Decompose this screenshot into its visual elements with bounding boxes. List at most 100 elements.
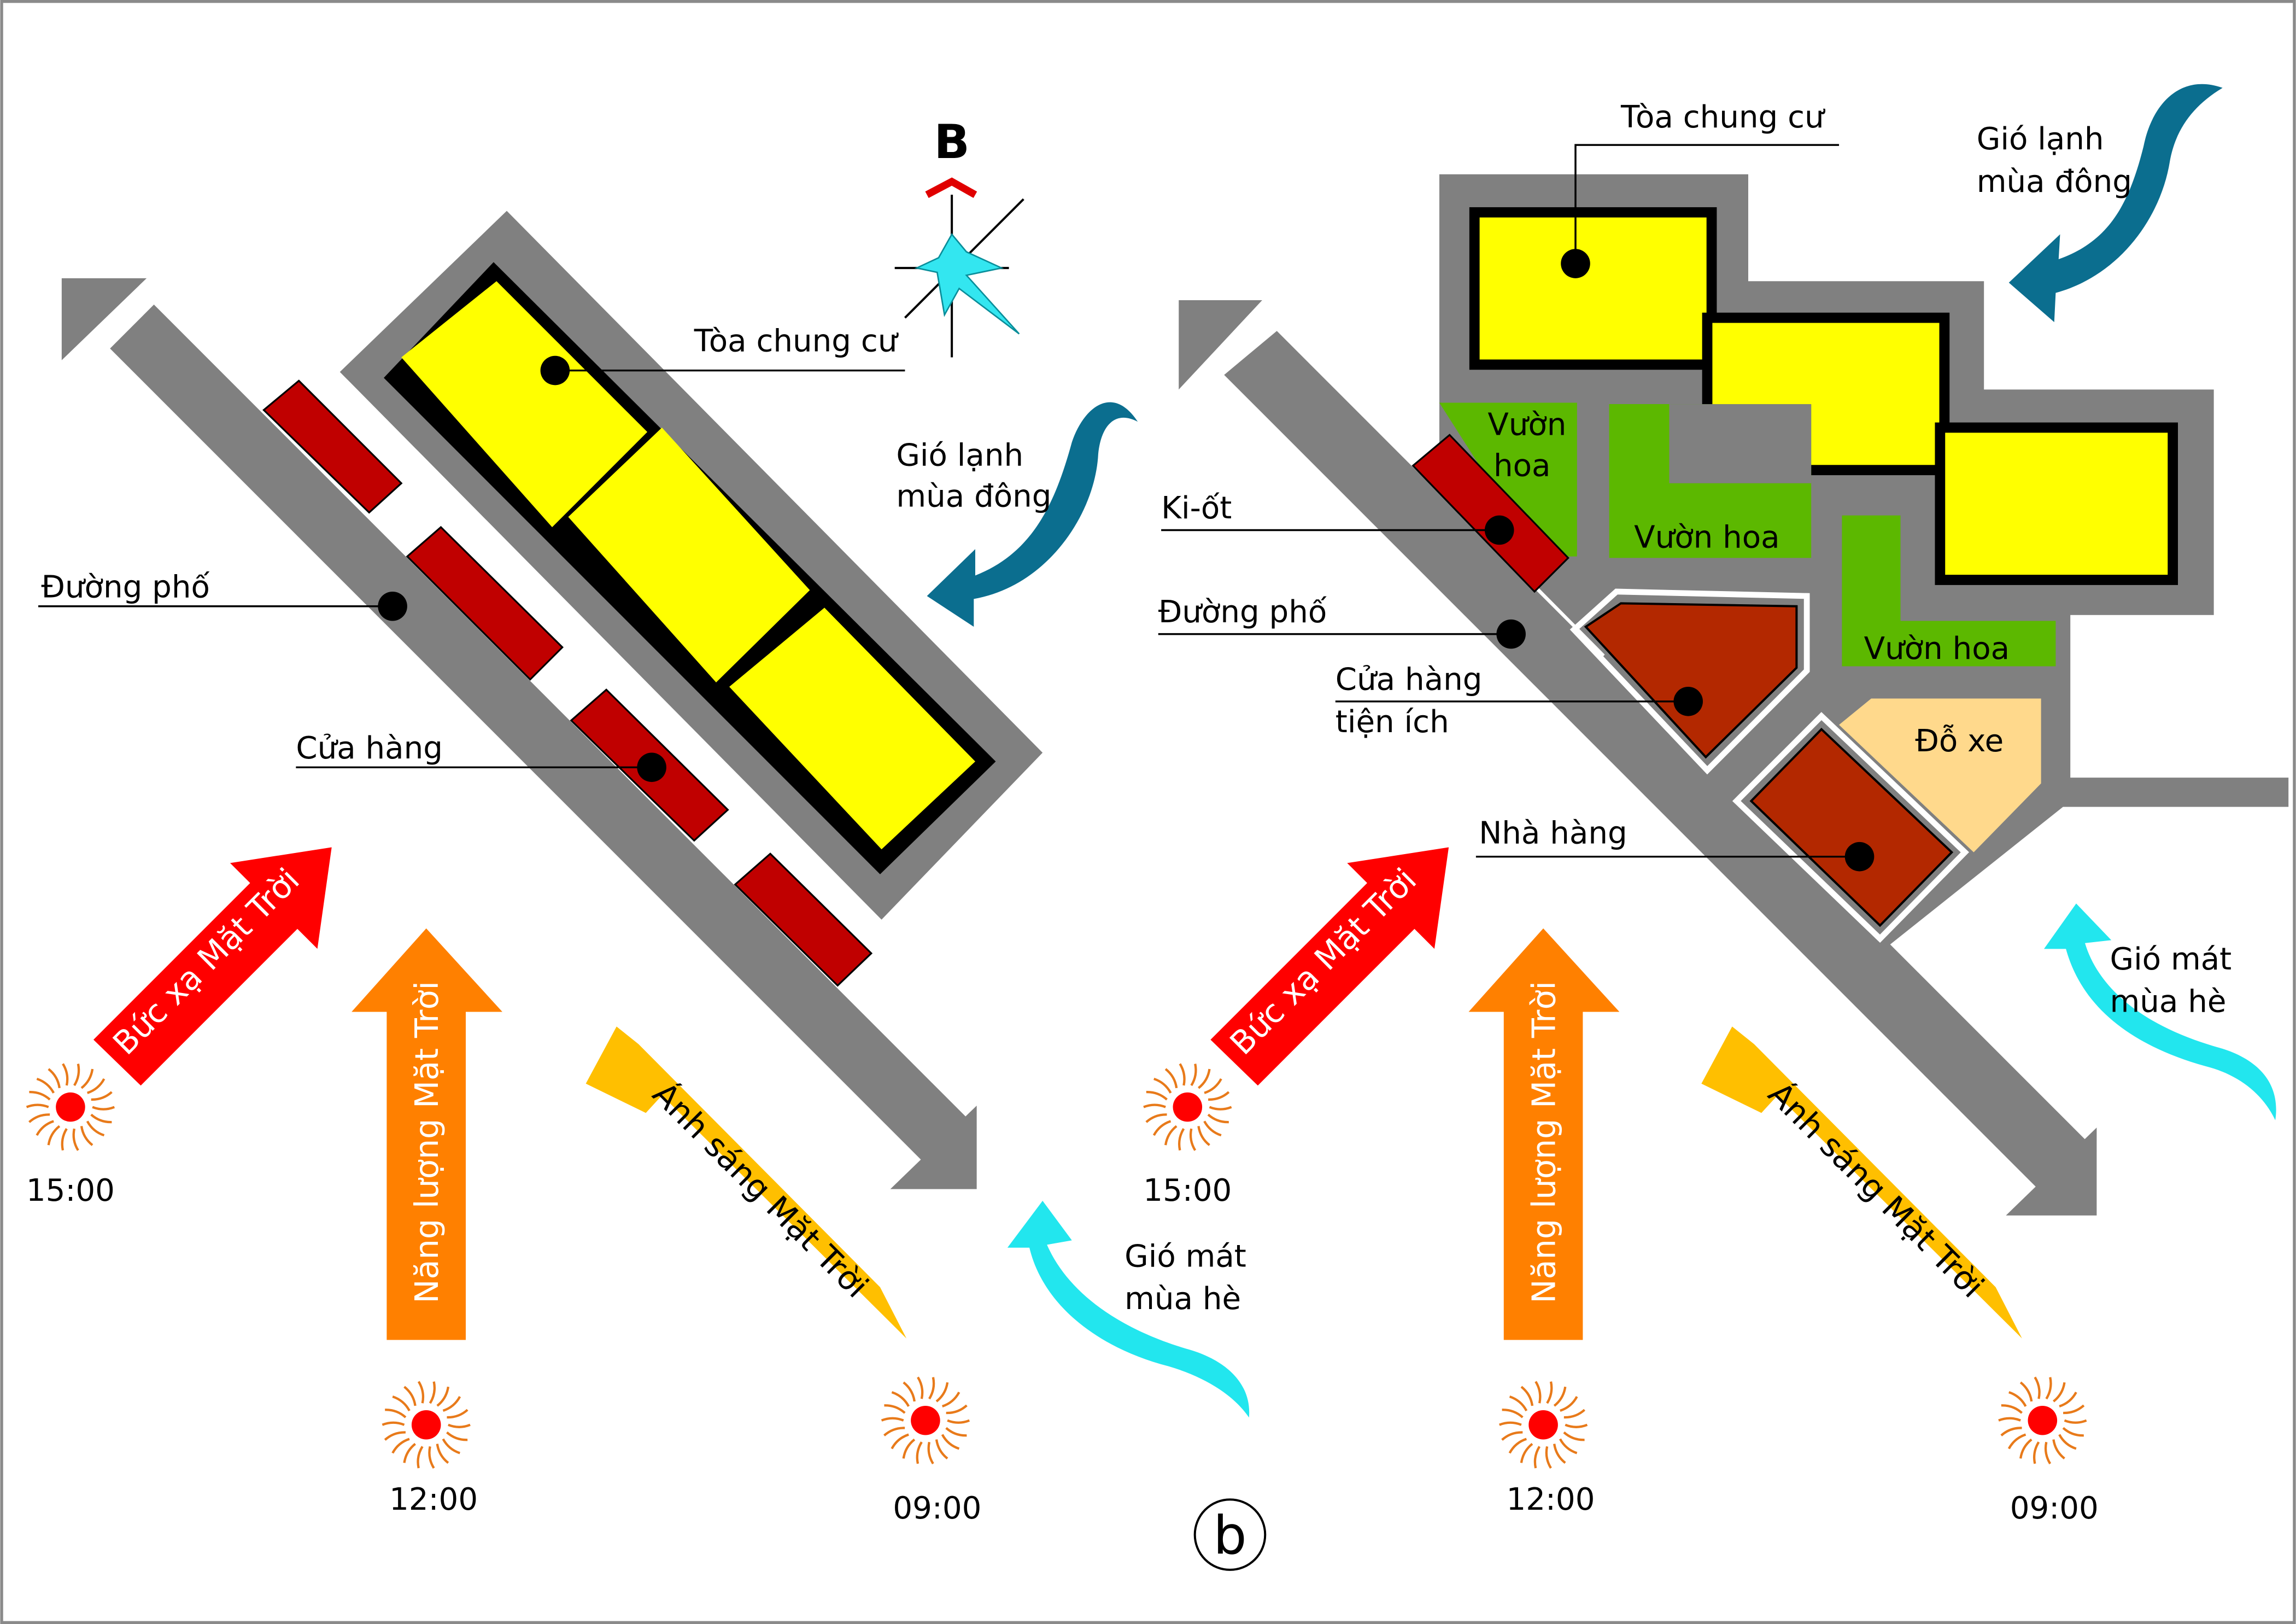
apartment-block-1 xyxy=(401,281,648,528)
sunlight-label: Ánh sáng Mặt Trời xyxy=(1761,1075,1992,1305)
sun-ray xyxy=(403,1386,417,1406)
kiosk xyxy=(1411,434,1569,593)
sunlight-label: Ánh sáng Mặt Trời xyxy=(646,1075,876,1305)
sun-ray xyxy=(442,1396,461,1412)
solar-radiation-label: Bức xạ Mặt Trời xyxy=(1222,861,1424,1062)
sun-ray xyxy=(1145,1113,1167,1123)
sun-ray xyxy=(1545,1446,1552,1469)
shop-1 xyxy=(262,379,403,514)
sun-ray xyxy=(1563,1409,1586,1419)
summer-wind-label-line2: mùa hè xyxy=(2110,984,2227,1020)
winter-wind-label-line1: Gió lạnh xyxy=(1977,121,2104,157)
sun-icon xyxy=(382,1381,471,1469)
time-0900-label: 09:00 xyxy=(893,1491,981,1526)
apartment-block-2 xyxy=(568,428,810,682)
solar-energy-arrow xyxy=(352,928,502,1340)
sun-ray xyxy=(1164,1125,1178,1146)
winter-wind-arrow xyxy=(927,402,1138,627)
garden-c xyxy=(1842,515,2056,667)
sun-ray xyxy=(935,1439,948,1460)
restaurant-marker xyxy=(1844,842,1875,872)
sun-disc xyxy=(411,1410,441,1440)
street-marker xyxy=(378,591,407,621)
sun-ray xyxy=(90,1113,112,1124)
sun-ray xyxy=(2052,1439,2065,1460)
shop-label: Cửa hàng xyxy=(296,731,443,766)
time-0900-label: 09:00 xyxy=(2010,1491,2099,1526)
sun-ray xyxy=(2033,1441,2040,1464)
sun-ray xyxy=(1143,1103,1166,1108)
sun-ray xyxy=(1509,1395,1528,1412)
sun-ray xyxy=(1189,1128,1197,1151)
garden-c-label: Vườn hoa xyxy=(1864,631,2010,667)
sun-ray xyxy=(2000,1427,2022,1436)
sun-ray xyxy=(36,1077,55,1094)
sun-icon xyxy=(1143,1063,1232,1151)
garden-b-notch xyxy=(1669,404,1812,483)
sun-ray xyxy=(429,1381,436,1404)
sun-ray xyxy=(28,1113,50,1123)
sun-ray xyxy=(436,1386,449,1407)
street-road xyxy=(1224,331,2097,1201)
road-end-arrow-nw xyxy=(1179,300,1262,390)
sun-ray xyxy=(1498,1421,1522,1426)
sun-ray xyxy=(1553,1444,1566,1464)
sun-ray xyxy=(1502,1409,1524,1418)
sun-ray xyxy=(1208,1091,1230,1101)
solar-radiation-arrow xyxy=(91,845,333,1088)
utility-shop-marker xyxy=(1673,687,1703,716)
sun-ray xyxy=(446,1431,468,1441)
sun-disc xyxy=(911,1405,940,1435)
sun-ray xyxy=(48,1068,61,1089)
sun-ray xyxy=(1565,1423,1588,1428)
time-1500-label: 15:00 xyxy=(1143,1173,1232,1208)
sun-ray xyxy=(2059,1392,2077,1407)
sun-ray xyxy=(2019,1381,2033,1402)
sun-ray xyxy=(941,1434,960,1450)
garden-b-upper xyxy=(1609,404,1670,483)
sun-ray xyxy=(26,1103,49,1108)
winter-wind-label-line1: Gió lạnh xyxy=(896,438,1023,474)
garden-a-label-line2: hoa xyxy=(1493,448,1550,483)
garden-a-label-line1: Vườn xyxy=(1487,407,1566,442)
sun-ray xyxy=(1146,1091,1168,1101)
time-1200-label: 12:00 xyxy=(1506,1482,1595,1517)
winter-wind-arrow xyxy=(2008,84,2223,323)
sun-ray xyxy=(1190,1064,1197,1086)
sun-ray xyxy=(1546,1381,1553,1404)
sun-ray xyxy=(86,1078,106,1094)
sunlight-arrow xyxy=(1701,1026,2022,1339)
sun-ray xyxy=(2053,1382,2066,1403)
utility-shop-label-line1: Cửa hàng xyxy=(1336,662,1483,697)
kiosk-marker xyxy=(1484,515,1514,545)
sun-ray xyxy=(902,1438,916,1459)
sun-ray xyxy=(1179,1063,1186,1086)
compass: B xyxy=(894,115,1024,358)
solar-energy-label: Năng lượng Mặt Trời xyxy=(408,981,446,1303)
sun-ray xyxy=(891,1391,910,1407)
utility-shop-label-line2: tiện ích xyxy=(1336,704,1449,740)
sun-ray xyxy=(947,1419,970,1424)
sun-ray xyxy=(2044,1441,2052,1464)
sun-ray xyxy=(1520,1442,1533,1463)
sun-ray xyxy=(2058,1434,2077,1450)
summer-wind-arrow xyxy=(2043,903,2276,1120)
sun-ray xyxy=(927,1441,934,1464)
sun-ray xyxy=(385,1409,407,1418)
garden-a-fill xyxy=(1439,402,1577,557)
sun-ray xyxy=(2019,1438,2033,1459)
apartment-marker xyxy=(1561,249,1590,278)
sun-ray xyxy=(1152,1120,1172,1136)
apartment-block-1 xyxy=(1469,207,1717,370)
time-1200-label: 12:00 xyxy=(389,1482,478,1517)
solar-radiation-arrow xyxy=(1208,845,1451,1088)
summer-wind-label-line1: Gió mát xyxy=(1124,1239,1246,1275)
winter-wind-label-line2: mùa đông xyxy=(1977,164,2132,200)
parking-area xyxy=(1839,698,2041,852)
sun-ray xyxy=(2064,1419,2087,1424)
sun-ray xyxy=(1207,1113,1229,1124)
sun-ray xyxy=(881,1417,904,1422)
sun-ray xyxy=(1998,1417,2021,1422)
sun-ray xyxy=(928,1377,935,1400)
